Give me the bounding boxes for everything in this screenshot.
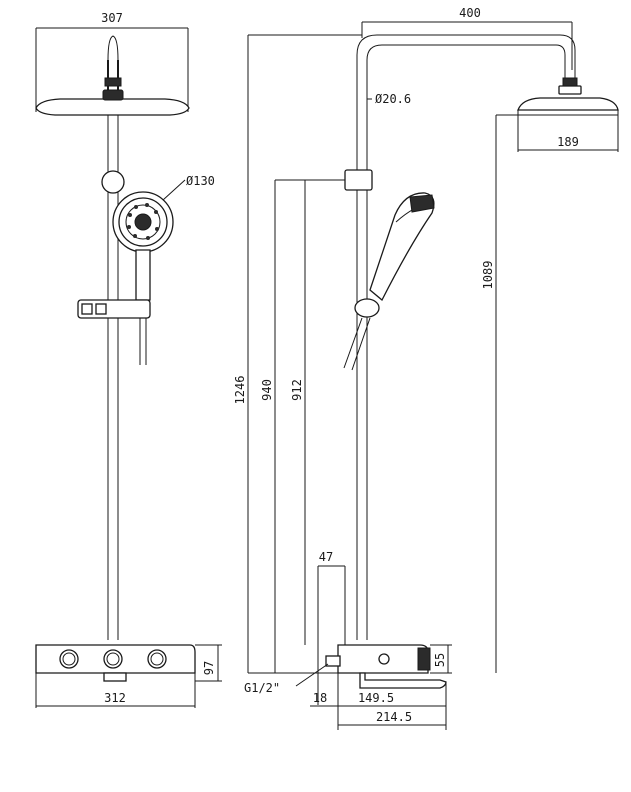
dim-47: 47 [319,550,333,564]
slider-knob [101,170,125,194]
dim-head-height: 1089 [481,261,495,290]
holder-bracket [77,299,151,319]
dim-total-height: 1246 [233,376,247,405]
dim-body-width: 312 [104,691,126,705]
dim-hand-shower-dia: Ø130 [186,174,215,188]
side-thermostat-body [325,644,447,689]
side-slider [344,169,373,191]
dim-pipe-dia: Ø20.6 [375,92,411,106]
dim-149-5: 149.5 [358,691,394,705]
dim-912: 912 [290,379,304,401]
side-view: 400 Ø20.6 189 1089 1246 [233,6,619,730]
side-hand-shower [343,192,435,371]
hand-shower [112,191,174,365]
front-view: 307 [35,11,222,708]
dim-head-width: 307 [101,11,123,25]
dim-body-height: 97 [202,661,216,675]
dim-arm-reach: 400 [459,6,481,20]
dim-214-5: 214.5 [376,710,412,724]
dim-head-dia: 189 [557,135,579,149]
dim-18: 18 [313,691,327,705]
side-rain-head [517,77,619,116]
thermostat-body [35,644,196,682]
dim-inlet: G1/2" [244,681,280,695]
dim-55: 55 [433,653,447,667]
side-riser-arm [356,34,576,640]
rain-shower-head [35,35,190,116]
dim-940: 940 [260,379,274,401]
